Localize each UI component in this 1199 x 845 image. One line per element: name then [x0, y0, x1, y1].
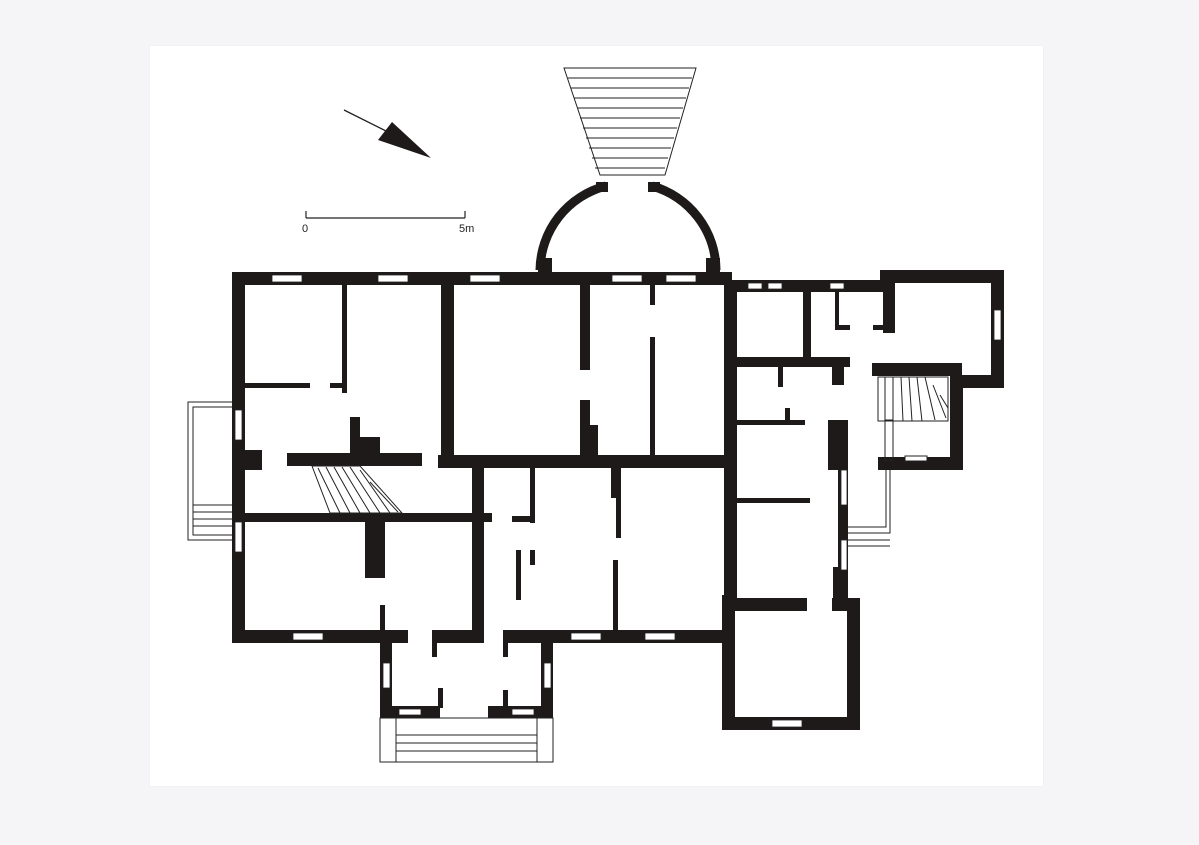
scale-end-label: 5m	[459, 223, 475, 235]
drawing-sheet	[150, 46, 1043, 786]
central-stair	[311, 465, 404, 514]
tower-stair	[877, 376, 949, 462]
north-arrow-icon	[343, 109, 431, 158]
scale-bar	[305, 211, 466, 219]
entrance-stair	[563, 67, 697, 176]
east-steps	[848, 470, 891, 547]
west-balcony	[187, 401, 232, 541]
semicircular-porch	[535, 181, 721, 274]
walls	[232, 270, 1004, 730]
windows	[234, 274, 1002, 728]
scale-start-label: 0	[302, 223, 309, 235]
south-entrance-steps	[379, 717, 554, 763]
